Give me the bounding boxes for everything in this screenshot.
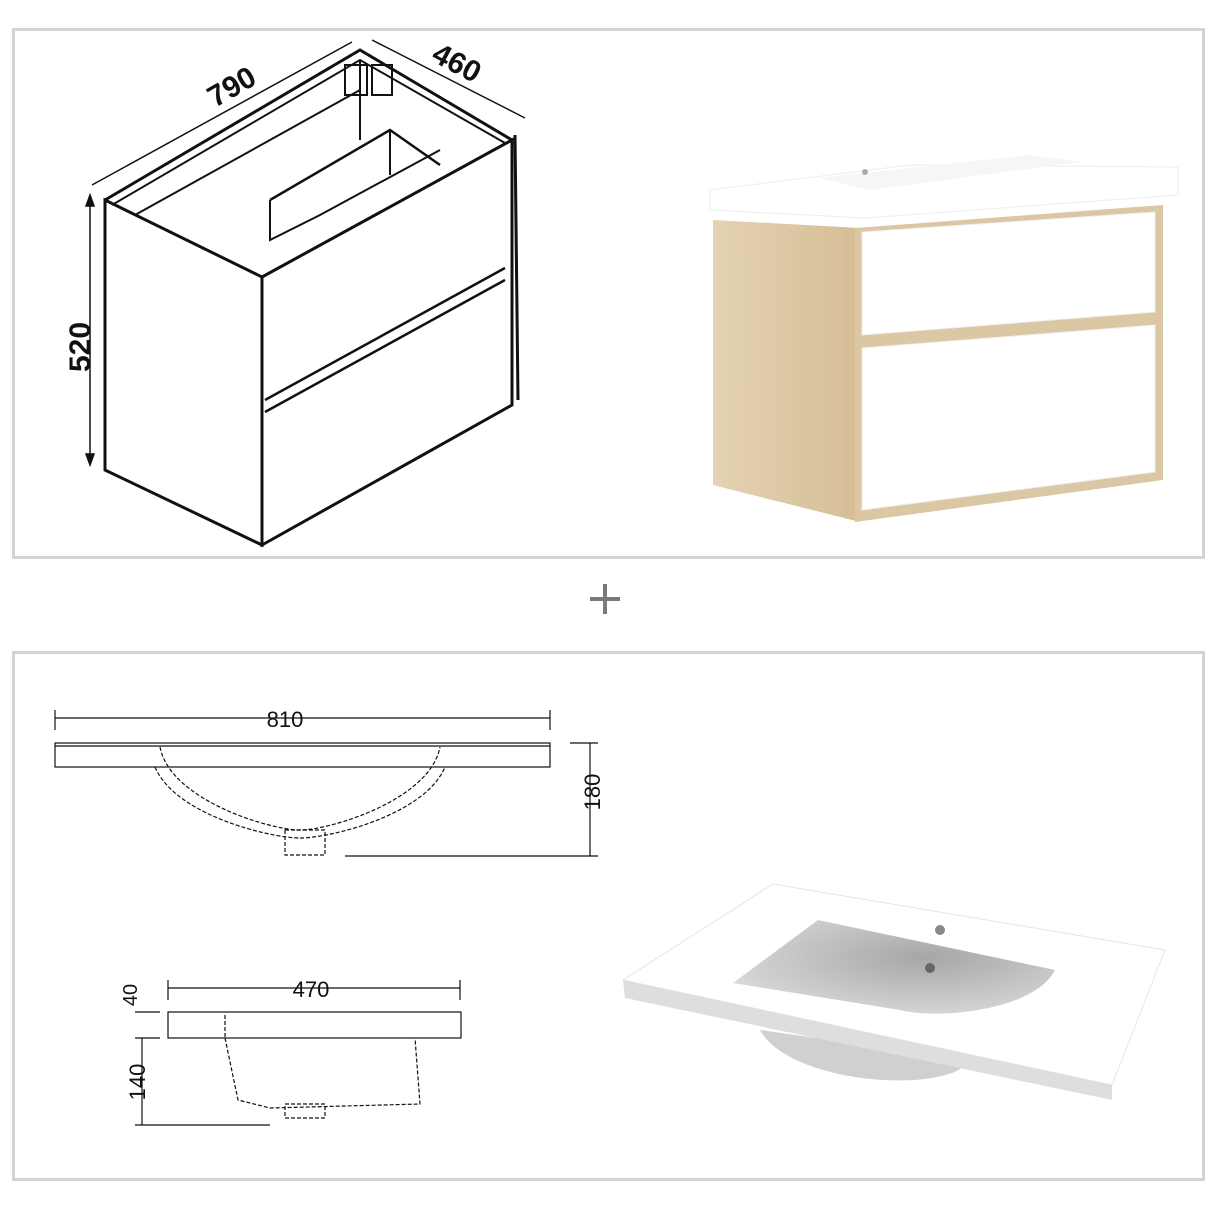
dim-height-label: 520 — [64, 322, 97, 372]
dim-basin-width-label: 810 — [267, 707, 304, 732]
dim-top-thickness-label: 40 — [120, 984, 142, 1006]
dim-basin-depth-label: 470 — [293, 977, 330, 1002]
basin-panel — [12, 651, 1205, 1181]
dim-bowl-depth-label: 140 — [125, 1064, 150, 1101]
plus-separator-icon — [590, 583, 622, 615]
dim-basin-height-label: 180 — [580, 774, 605, 811]
